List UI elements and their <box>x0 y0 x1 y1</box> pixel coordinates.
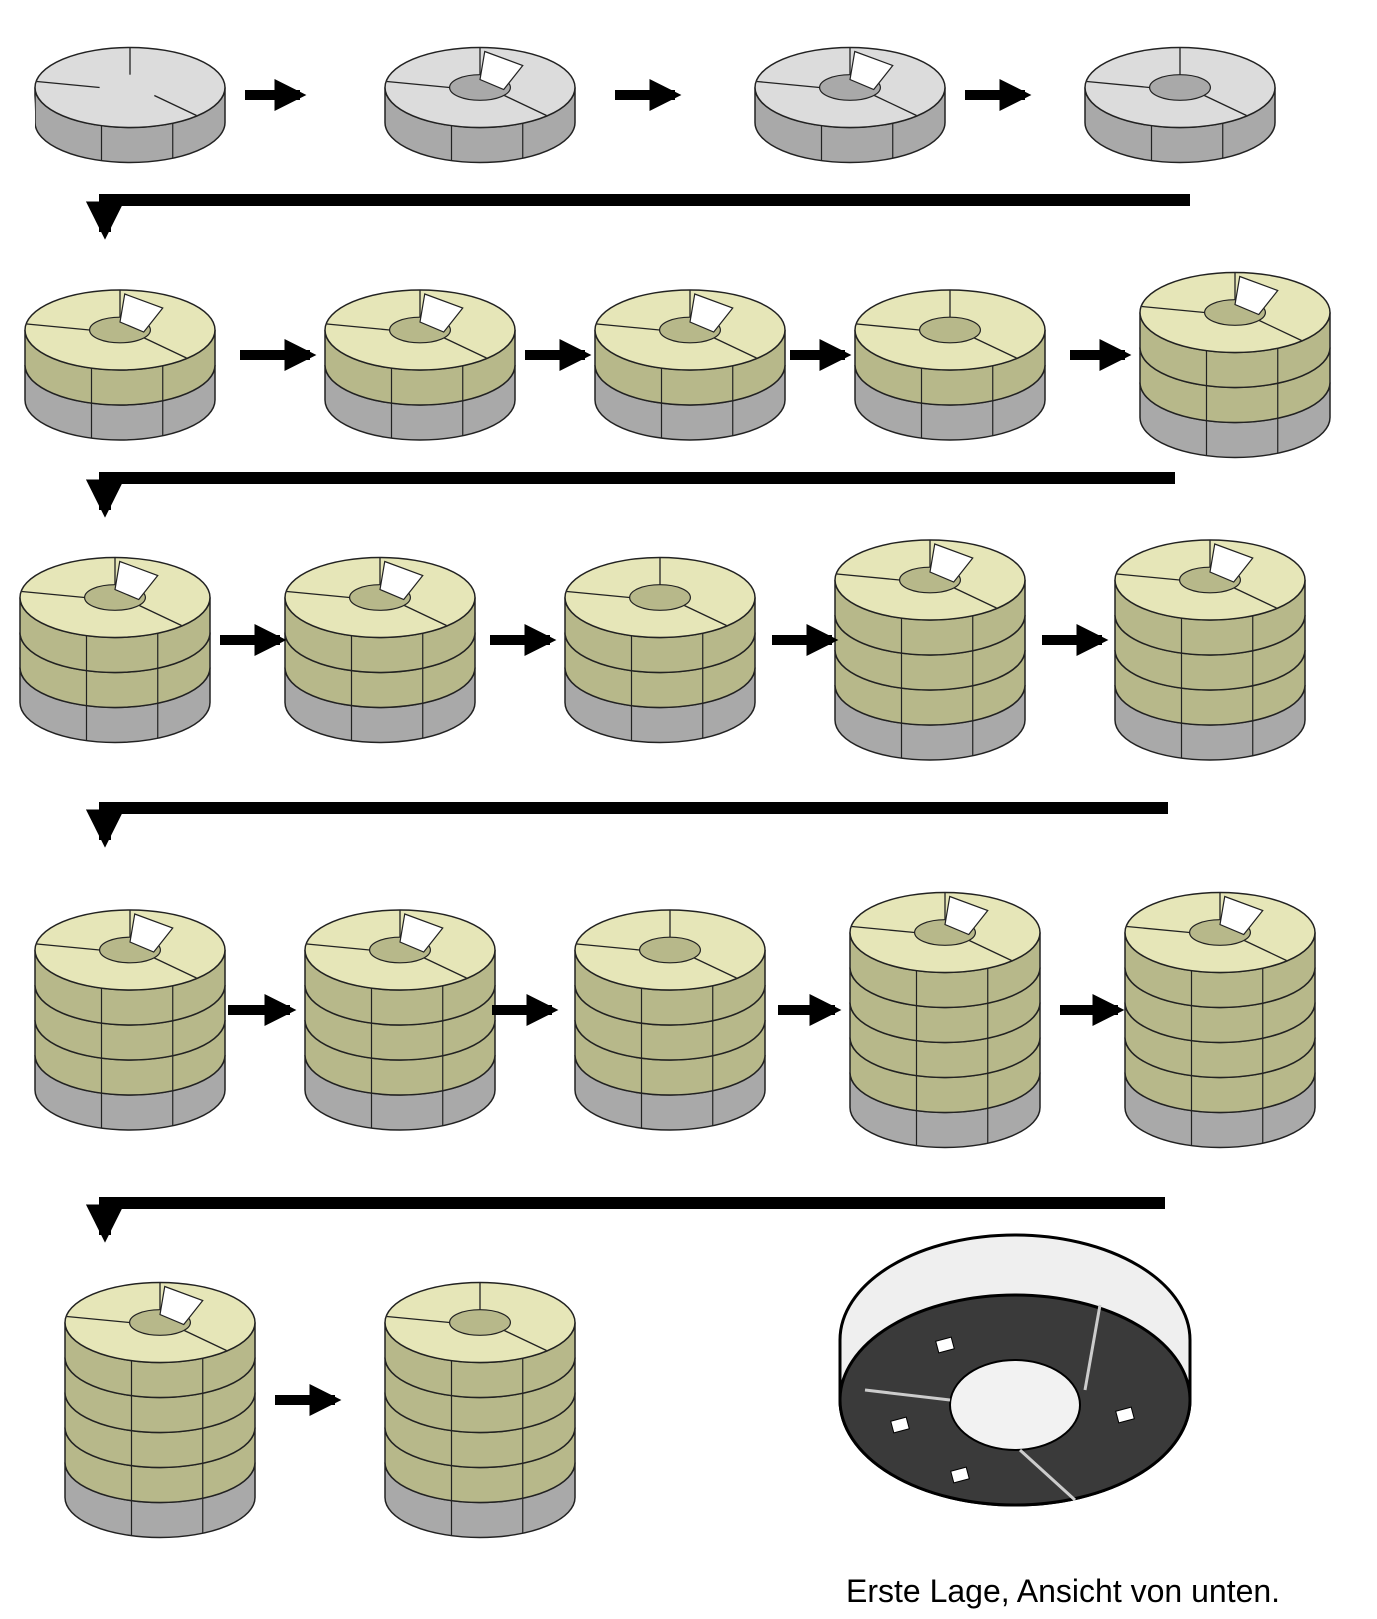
bottom-view-caption: Erste Lage, Ansicht von unten. <box>846 1573 1281 1609</box>
step-r1-4 <box>1084 46 1276 164</box>
step-r1-1 <box>30 46 226 173</box>
step-r3-2 <box>284 556 476 744</box>
step-r5-2 <box>384 1281 576 1539</box>
step-r4-2 <box>304 909 496 1131</box>
bottom-view-center-hole <box>949 1359 1081 1451</box>
step-r2-5 <box>1139 271 1331 459</box>
step-r1-3 <box>754 46 946 164</box>
step-r3-1 <box>19 556 211 744</box>
step-r4-3 <box>574 909 766 1131</box>
step-r2-3 <box>594 289 786 441</box>
step-r2-1 <box>24 289 216 441</box>
row-connectors <box>85 194 1190 1243</box>
bottom-view-notch-3 <box>950 1466 970 1484</box>
step-r4-4 <box>849 891 1041 1149</box>
step-r3-4 <box>834 539 1026 761</box>
step-r2-2 <box>324 289 516 441</box>
bottom-view-notch-1 <box>935 1336 955 1354</box>
step-r5-1 <box>64 1281 256 1539</box>
step-r3-3 <box>564 556 756 744</box>
assembly-steps <box>19 46 1331 1539</box>
bottom-view-notch-2 <box>890 1416 910 1434</box>
step-r1-2 <box>384 46 576 164</box>
step-r3-5 <box>1114 539 1306 761</box>
step-r2-4 <box>854 289 1046 441</box>
bottom-view-notch-4 <box>1115 1406 1135 1424</box>
first-layer-bottom-view <box>838 1233 1192 1507</box>
step-r4-5 <box>1124 891 1316 1149</box>
step-r4-1 <box>34 909 226 1131</box>
